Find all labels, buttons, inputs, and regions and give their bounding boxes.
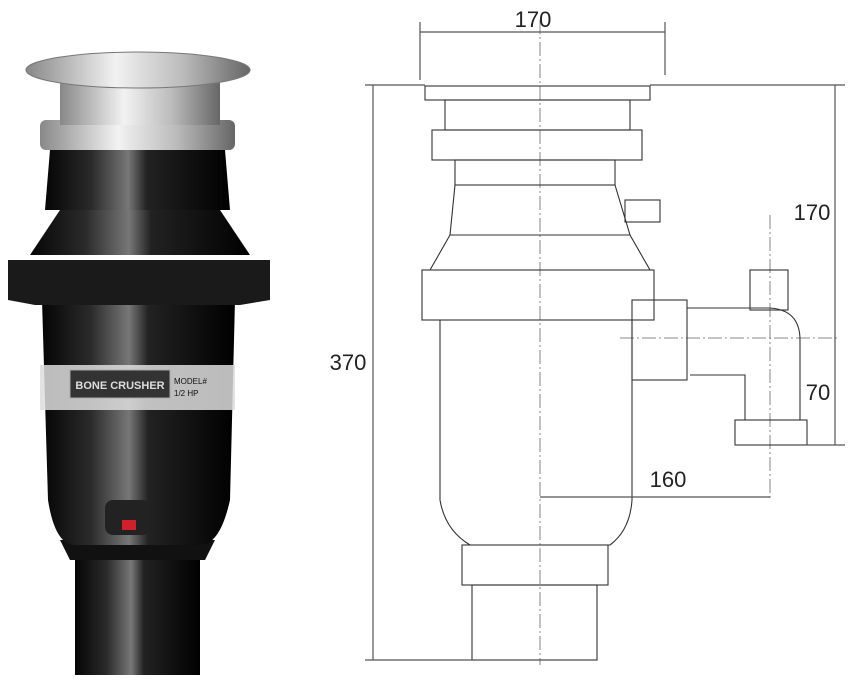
dim-outlet-offset: 160: [650, 467, 687, 492]
model-label: MODEL#: [174, 377, 207, 386]
dim-upper-height: 170: [794, 200, 831, 225]
reset-button-indicator: [122, 520, 136, 530]
brand-label: BONE CRUSHER: [75, 380, 164, 392]
power-label: 1/2 HP: [174, 389, 198, 398]
technical-drawing: [365, 20, 845, 665]
dim-outlet-height: 70: [806, 380, 830, 405]
dim-top-width: 170: [515, 7, 552, 32]
disposer-photo: BONE CRUSHER MODEL# 1/2 HP: [8, 51, 270, 675]
dim-total-height: 370: [330, 350, 367, 375]
